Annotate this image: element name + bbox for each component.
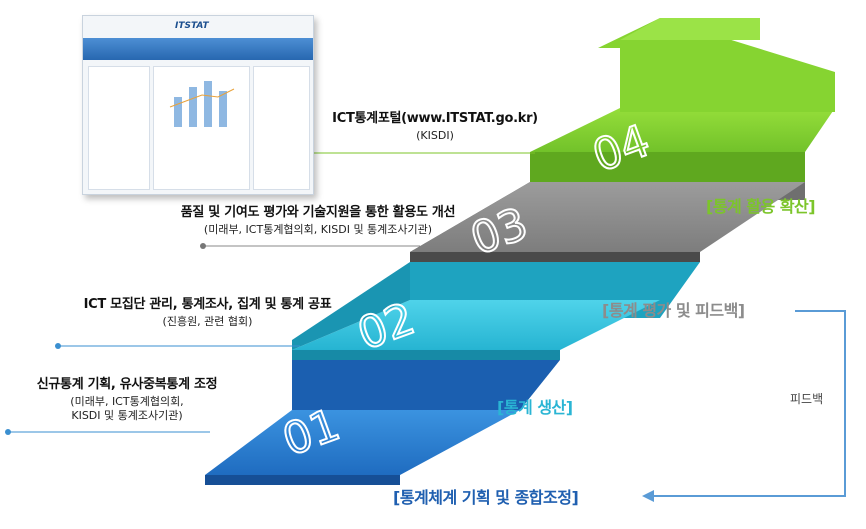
step4-sub: (KISDI): [416, 129, 454, 142]
step1-riser: [292, 360, 560, 410]
leader-dot-2: [55, 343, 61, 349]
step1-side: [205, 475, 400, 485]
step4-riser: [530, 152, 805, 182]
portal-nav-bar: [83, 38, 313, 60]
step3-front: [410, 252, 700, 262]
step2-side: [292, 262, 410, 350]
step4-description: ICT통계포털(www.ITSTAT.go.kr) (KISDI): [320, 107, 550, 143]
arrow-head: [598, 18, 835, 112]
portal-panel-left: [88, 66, 150, 190]
step4-title: ICT통계포털(www.ITSTAT.go.kr): [332, 111, 538, 126]
step3-sub: (미래부, ICT통계협의회, KISDI 및 통계조사기관): [203, 223, 433, 236]
feedback-label: 피드백: [790, 392, 824, 406]
step2-sub: (진흥원, 관련 협회): [162, 315, 253, 328]
step3-description: 품질 및 기여도 평가와 기술지원을 통한 활용도 개선 (미래부, ICT통계…: [143, 201, 493, 237]
phase-planning-label: [통계체계 기획 및 종합조정]: [393, 488, 579, 507]
step2-top: [292, 300, 660, 350]
step1-top: [205, 410, 520, 475]
arrow-shaft: [620, 18, 760, 40]
phase-production-label: [통계 생산]: [497, 398, 573, 417]
phase-utilization-label: [통계 활용 확산]: [706, 197, 816, 216]
feedback-connector: [652, 310, 846, 497]
portal-panel-chart: [153, 66, 250, 190]
step2-description: ICT 모집단 관리, 통계조사, 집계 및 통계 공표 (진흥원, 관련 협회…: [45, 293, 370, 329]
portal-mini-chart: [169, 81, 235, 127]
step1-title: 신규통계 기획, 유사중복통계 조정: [36, 377, 218, 392]
leader-dot-1: [5, 429, 11, 435]
feedback-arrowhead: [642, 490, 654, 502]
portal-logo: ITSTAT: [175, 21, 209, 31]
step1-description: 신규통계 기획, 유사중복통계 조정 (미래부, ICT통계협의회, KISDI…: [12, 373, 242, 423]
step3-top: [410, 182, 805, 252]
phase-evaluation-label: [통계 평가 및 피드백]: [602, 301, 745, 320]
step2-front: [292, 350, 560, 360]
step3-title: 품질 및 기여도 평가와 기술지원을 통한 활용도 개선: [180, 205, 456, 220]
step4-top: [530, 108, 835, 152]
portal-screenshot: ITSTAT: [82, 15, 314, 195]
step2-title: ICT 모집단 관리, 통계조사, 집계 및 통계 공표: [83, 297, 332, 312]
step1-sub-line1: (미래부, ICT통계협의회,: [70, 395, 184, 408]
portal-panel-right: [253, 66, 310, 190]
step1-sub-line2: KISDI 및 통계조사기관): [71, 409, 183, 422]
leader-dot-3: [200, 243, 206, 249]
